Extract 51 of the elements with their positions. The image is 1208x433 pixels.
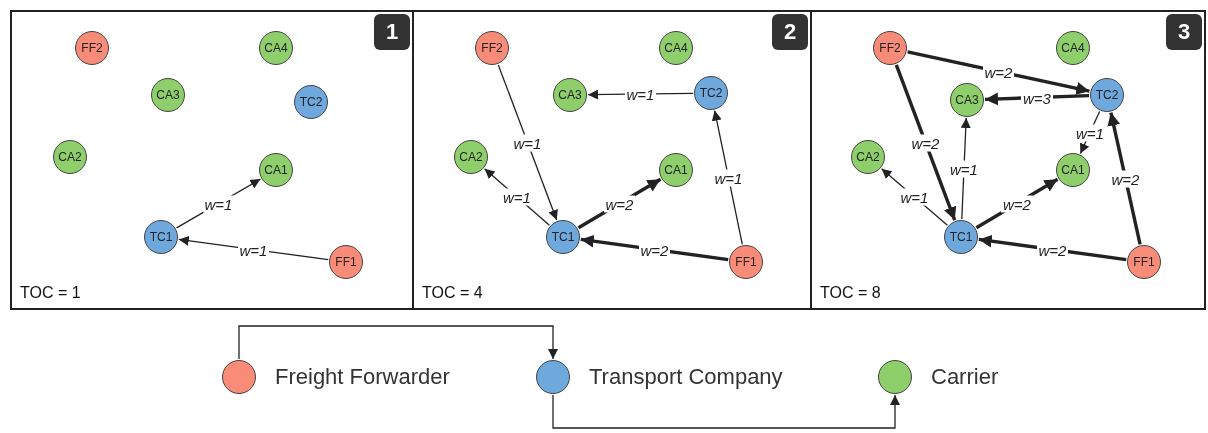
node-label: Freight Forwarder (275, 364, 450, 390)
edge-label: w=1 (202, 195, 235, 212)
node-circle: CA4 (1056, 31, 1090, 65)
arrow (497, 64, 558, 221)
node-circle: FF1 (729, 245, 763, 279)
node-circle: CA3 (553, 78, 587, 112)
node-circle: CA2 (454, 140, 488, 174)
edge-label: w=2 (1001, 195, 1033, 212)
node-circle: FF2 (873, 31, 907, 65)
node-circle: TC2 (694, 76, 728, 110)
node-circle: TC2 (1090, 78, 1124, 112)
edge-label: w=1 (501, 188, 533, 206)
node-circle: CA4 (259, 31, 293, 65)
node-circle: FF1 (1127, 245, 1161, 279)
node-circle: TC1 (944, 220, 978, 254)
arrow (552, 394, 900, 429)
arrow (238, 325, 558, 360)
node-circle: CA1 (259, 153, 293, 187)
node-circle: CA3 (950, 83, 984, 117)
panel-number: 1 (374, 14, 410, 50)
score-label: TOC = 4 (422, 284, 483, 302)
edge-label: w=1 (948, 160, 980, 177)
node-circle: FF2 (475, 31, 509, 65)
score-label: TOC = 8 (820, 284, 881, 302)
node-circle: FF1 (329, 245, 363, 279)
node-circle: CA1 (1056, 153, 1090, 187)
node-circle: TC2 (294, 85, 328, 119)
node-circle: CA4 (659, 31, 693, 65)
panel-number: 2 (772, 14, 808, 50)
legend-circle (536, 360, 570, 394)
edge-label: w=2 (909, 134, 942, 151)
node-circle: CA1 (659, 153, 693, 187)
edge-label: w=2 (1109, 170, 1142, 187)
arrow (894, 64, 957, 221)
legend-circle (878, 360, 912, 394)
edge-label: w=2 (603, 195, 636, 212)
node-circle: CA2 (851, 140, 885, 174)
node-circle: TC1 (546, 220, 580, 254)
panel-frame (10, 10, 414, 310)
node-circle: TC1 (144, 220, 178, 254)
node-circle: CA2 (53, 140, 87, 174)
node-label: Carrier (931, 364, 999, 390)
node-circle: FF2 (75, 31, 109, 65)
score-label: TOC = 1 (20, 284, 81, 302)
panel-number: 3 (1166, 14, 1202, 50)
arrow (1107, 112, 1142, 245)
edge-label: w=1 (1074, 124, 1106, 141)
legend-circle (222, 360, 256, 394)
node-label: Transport Company (589, 364, 783, 390)
edge-label: w=2 (982, 63, 1015, 80)
node-circle: CA3 (151, 78, 185, 112)
